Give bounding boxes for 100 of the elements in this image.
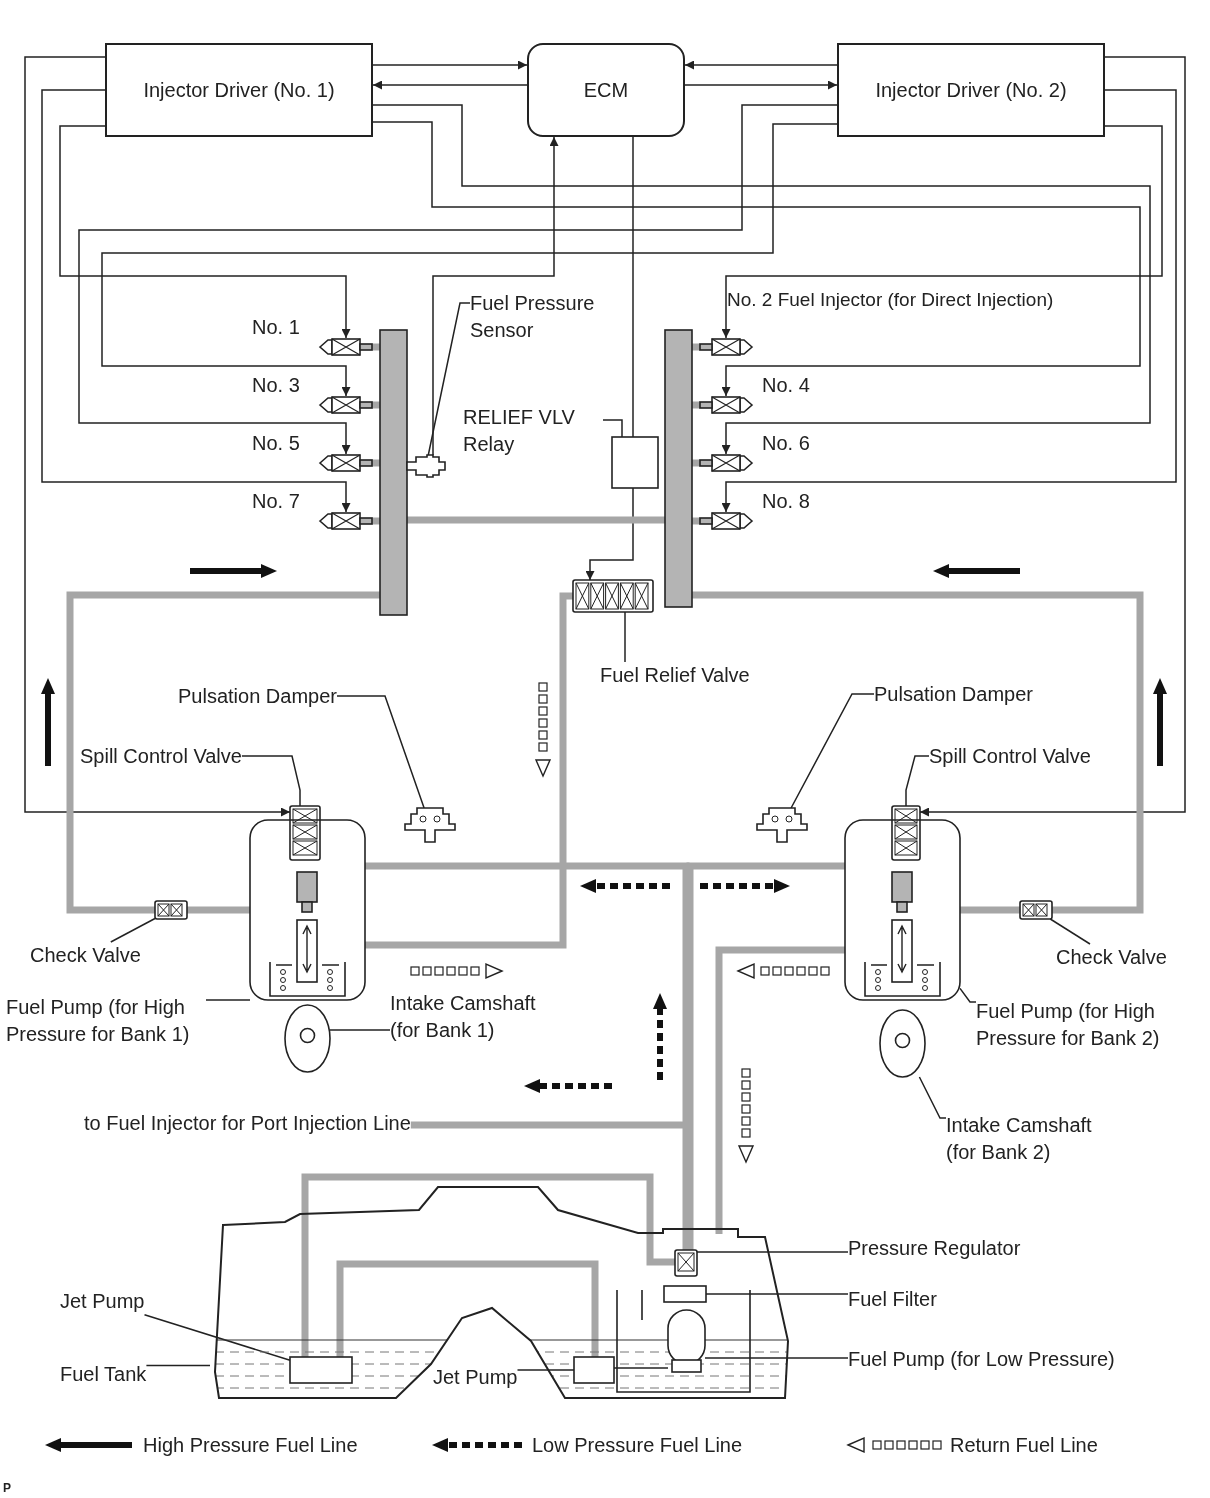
legend-label: High Pressure Fuel Line xyxy=(143,1433,358,1457)
driver-box: Injector Driver (No. 2) xyxy=(837,43,1105,137)
leader-line xyxy=(918,1076,947,1119)
pulsation-damper xyxy=(757,808,807,842)
leader-line xyxy=(110,917,156,943)
signal-wire xyxy=(372,60,528,70)
leader-line xyxy=(205,999,251,1001)
pump-body xyxy=(845,820,960,1000)
injector-label: No. 6 xyxy=(762,431,810,455)
jet-pump xyxy=(290,1357,352,1383)
pressure-sensor xyxy=(407,455,445,477)
part-label: Pressure Regulator xyxy=(848,1235,1021,1262)
fuel-pipe xyxy=(301,1173,675,1357)
injector-label: No. 5 xyxy=(252,431,300,455)
relief-valve xyxy=(573,580,653,612)
pressure-regulator xyxy=(675,1250,697,1276)
fuel-rail xyxy=(665,330,692,607)
signal-wire xyxy=(684,60,838,70)
legend-label: Low Pressure Fuel Line xyxy=(532,1433,743,1457)
leader-line xyxy=(602,419,623,438)
leader-line xyxy=(143,1313,291,1362)
part-label: Fuel Tank xyxy=(60,1361,147,1388)
leader-line xyxy=(427,302,471,456)
fuel-pipe xyxy=(686,862,845,1250)
fuel-pipe xyxy=(336,1260,599,1357)
driver-box: Injector Driver (No. 1) xyxy=(105,43,373,137)
signal-wire xyxy=(372,121,1141,397)
signal-wire xyxy=(24,56,291,817)
part-label: Pulsation Damper xyxy=(874,681,1033,708)
injector-symbol xyxy=(320,396,372,414)
signal-wire xyxy=(432,136,559,456)
fuel-pipe xyxy=(692,591,1144,914)
leader-line xyxy=(905,755,930,807)
signal-wire xyxy=(721,125,1163,339)
part-label: Fuel Pump (for Low Pressure) xyxy=(848,1346,1115,1373)
part-label: Check Valve xyxy=(30,942,141,969)
check-valve xyxy=(155,901,187,919)
signal-wire xyxy=(372,80,528,90)
fuel-pipe xyxy=(410,1121,692,1250)
injector-symbol xyxy=(320,454,372,472)
injector-label: No. 3 xyxy=(252,373,300,397)
leader-line xyxy=(705,1293,849,1295)
leader-line xyxy=(1049,918,1091,945)
camshaft-lobe xyxy=(880,1010,925,1077)
part-label: to Fuel Injector for Port Injection Line xyxy=(84,1110,411,1137)
legend-label: Return Fuel Line xyxy=(950,1433,1098,1457)
leader-line xyxy=(696,1251,849,1253)
signal-wire xyxy=(372,104,1151,455)
injector-label: No. 7 xyxy=(252,489,300,513)
injector-symbol xyxy=(700,338,752,356)
part-label: Fuel Pump (for High Pressure for Bank 1) xyxy=(6,994,206,1048)
jet-pump xyxy=(574,1357,614,1383)
injector-label: No. 4 xyxy=(762,373,810,397)
injector-label: No. 1 xyxy=(252,315,300,339)
injector-symbol xyxy=(700,512,752,530)
signal-wire xyxy=(684,80,838,90)
injector-symbol xyxy=(700,454,752,472)
part-label: Intake Camshaft (for Bank 1) xyxy=(390,990,555,1044)
signal-wire xyxy=(59,125,351,339)
part-label: Fuel Relief Valve xyxy=(600,662,750,689)
pump-body xyxy=(250,820,365,1000)
part-label: Jet Pump xyxy=(60,1288,145,1315)
injector-symbol xyxy=(320,512,372,530)
signal-wire xyxy=(721,89,1177,513)
low-pressure-pump xyxy=(668,1310,705,1372)
leader-line xyxy=(329,1029,391,1031)
relay-box xyxy=(612,437,658,488)
fuel-pipe xyxy=(66,591,380,914)
part-label: Jet Pump xyxy=(433,1364,518,1391)
leader-line xyxy=(145,1364,211,1367)
check-valve xyxy=(1020,901,1052,919)
injector-symbol xyxy=(700,396,752,414)
fuel-pipe xyxy=(407,516,665,524)
part-label: Pulsation Damper xyxy=(178,683,337,710)
camshaft-lobe xyxy=(285,1005,330,1072)
part-label: RELIEF VLV Relay xyxy=(463,404,603,458)
injector-symbol xyxy=(320,338,372,356)
part-label: Check Valve xyxy=(1056,944,1167,971)
leader-line xyxy=(241,755,301,807)
leader-line xyxy=(624,611,626,663)
signal-wire xyxy=(101,123,838,397)
spill-control-valve xyxy=(290,806,320,860)
signal-wire xyxy=(632,136,634,438)
injector-label: No. 8 xyxy=(762,489,810,513)
leader-line xyxy=(790,693,875,809)
part-label: Fuel Pump (for High Pressure for Bank 2) xyxy=(976,998,1191,1052)
figure-code: P xyxy=(3,1480,11,1497)
part-label: Spill Control Valve xyxy=(80,743,242,770)
fuel-rail xyxy=(380,330,407,615)
fuel-filter xyxy=(664,1286,706,1302)
part-label: Fuel Filter xyxy=(848,1286,937,1313)
leader-line xyxy=(959,987,977,1003)
ecm-box: ECM xyxy=(527,43,685,137)
pulsation-damper xyxy=(405,808,455,842)
leader-line xyxy=(336,695,425,809)
spill-control-valve xyxy=(892,806,920,860)
leader-line xyxy=(516,1369,575,1371)
injector-label: No. 2 Fuel Injector (for Direct Injection) xyxy=(727,288,1054,312)
part-label: Fuel Pressure Sensor xyxy=(470,290,630,344)
fuel-pipe xyxy=(187,906,250,914)
